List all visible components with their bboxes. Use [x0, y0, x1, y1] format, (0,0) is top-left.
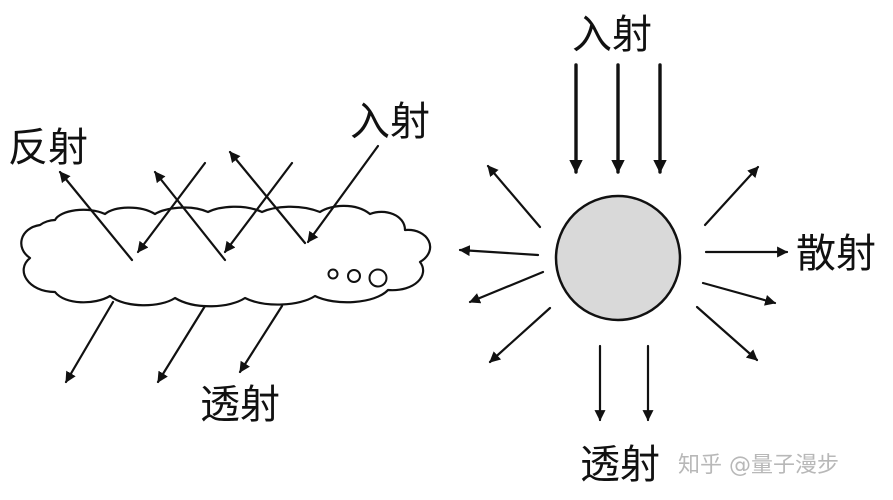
- cloud-transmitted-arrows: [64, 300, 284, 384]
- small-bubble: [327, 268, 339, 280]
- cloud-incident-arrow: [223, 161, 294, 254]
- scatter-arrow: [703, 165, 760, 227]
- cloud-transmitted-arrow: [238, 304, 284, 374]
- scatter-arrow: [488, 306, 552, 364]
- scatter-arrow: [458, 245, 540, 257]
- scatter-label: 散射: [796, 231, 876, 277]
- large-bubble: [368, 268, 388, 288]
- right-transmission-label: 透射: [580, 442, 660, 488]
- particle-transmitted-arrows: [594, 344, 654, 422]
- cloud-reflected-arrow: [58, 170, 134, 262]
- cloud-group: [20, 204, 432, 308]
- particle-scatter-arrows: [458, 164, 789, 364]
- cloud-transmitted-arrow: [64, 300, 115, 384]
- particle-incident-arrows: [569, 63, 667, 174]
- scatter-arrow: [695, 305, 759, 362]
- left-incident-label: 入射: [350, 99, 430, 145]
- scatter-arrow: [486, 164, 542, 229]
- medium-bubble: [347, 269, 361, 283]
- particle-sphere: [554, 194, 682, 322]
- reflection-label: 反射: [8, 125, 88, 171]
- right-incident-label: 入射: [572, 12, 652, 58]
- left-transmission-label: 透射: [200, 382, 280, 428]
- cloud-reflected-arrow: [153, 170, 227, 262]
- cloud-shape: [20, 204, 432, 308]
- cloud-incident-arrow: [136, 161, 207, 254]
- cloud-reflected-arrow: [228, 150, 307, 245]
- cloud-incident-arrows: [136, 144, 380, 254]
- cloud-reflected-arrows: [58, 150, 307, 262]
- scatter-arrow: [468, 270, 545, 304]
- cloud-incident-arrow: [306, 144, 380, 244]
- scatter-arrow: [701, 281, 777, 306]
- cloud-transmitted-arrow: [156, 304, 207, 384]
- watermark: 知乎 @量子漫步: [678, 453, 839, 478]
